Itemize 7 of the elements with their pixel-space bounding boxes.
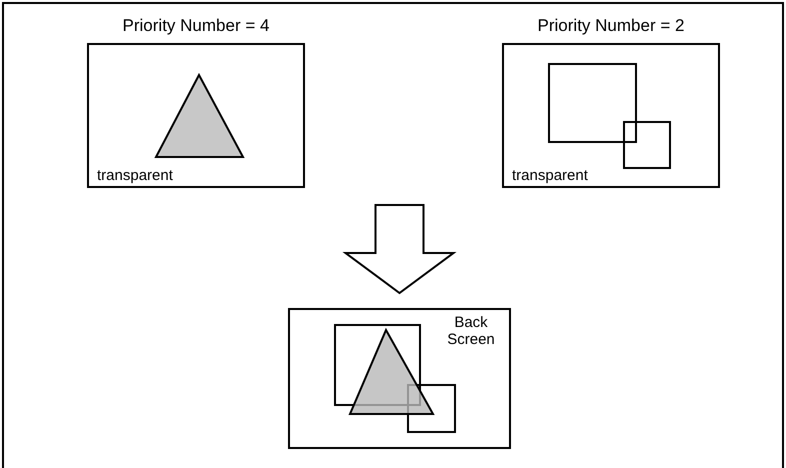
- priority-label: Priority Number = 4: [122, 16, 270, 36]
- screen-label: Back Screen: [446, 314, 496, 348]
- priority-label: Priority Number = 2: [536, 16, 686, 36]
- screen-panel: [288, 308, 511, 449]
- transparent-label: transparent: [97, 167, 173, 184]
- block-arrow: [342, 204, 457, 294]
- transparent-label: transparent: [512, 167, 588, 184]
